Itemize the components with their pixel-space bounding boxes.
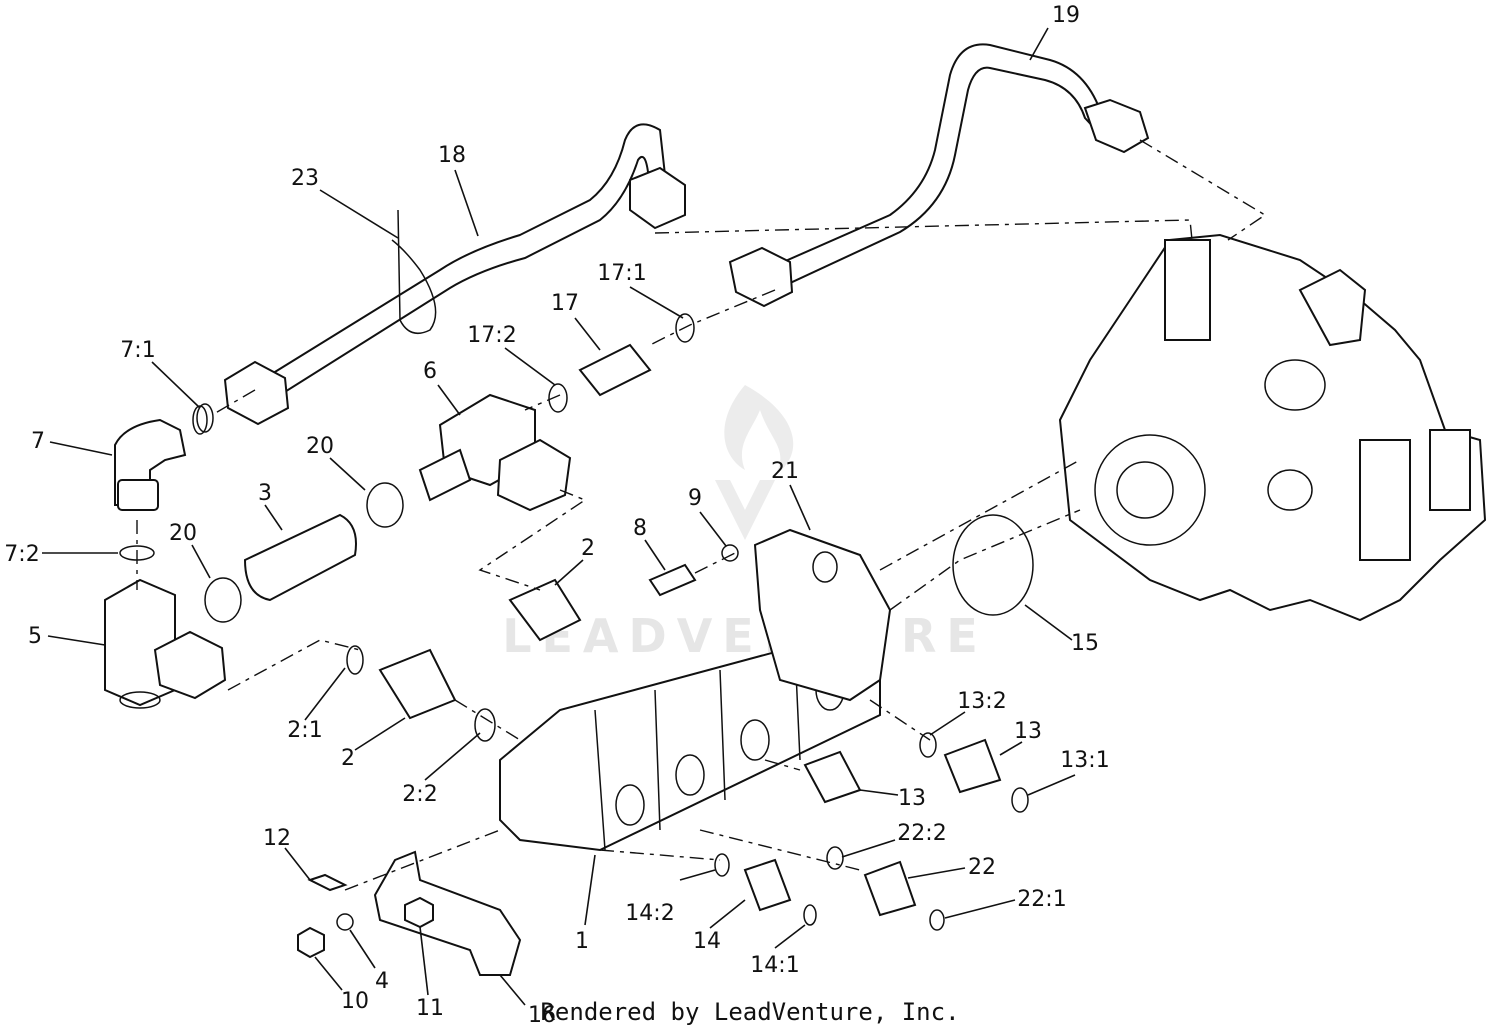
callout-label: 2:1: [287, 718, 322, 743]
hydrostatic-pump: [1058, 233, 1487, 622]
o-ring-7-1: [196, 403, 214, 433]
washer-4: [336, 913, 354, 931]
callout-label: 6: [423, 359, 437, 384]
leader-lines: [42, 27, 1076, 1006]
o-ring-17-2: [548, 383, 568, 413]
fitting-2-upper: [508, 578, 582, 642]
callout-label: 22: [968, 855, 996, 880]
callout-label: 21: [771, 459, 799, 484]
tube-19: [728, 43, 1150, 308]
tube-nut-18-lower: [223, 360, 290, 426]
flame-logo-icon: [724, 385, 794, 475]
callout-label: 11: [416, 996, 444, 1021]
tee-fitting-5: [104, 578, 227, 709]
callout-label: 5: [28, 624, 42, 649]
nut-10: [297, 926, 325, 959]
washer-9: [721, 544, 739, 562]
callout-label: 16: [528, 1003, 556, 1028]
callout-label: 7:2: [4, 542, 39, 567]
callout-label: 9: [688, 486, 702, 511]
o-ring-14-1: [803, 904, 817, 926]
callout-label: 7:1: [120, 338, 155, 363]
clamp-20-upper: [366, 482, 404, 528]
callout-label: 13:1: [1060, 748, 1109, 773]
watermark: LEADVENTURE: [502, 385, 988, 663]
callout-label: 13:2: [957, 689, 1006, 714]
callout-label: 20: [306, 434, 334, 459]
callout-label: 10: [341, 989, 369, 1014]
callout-label: 1: [575, 929, 589, 954]
callout-label: 2: [581, 536, 595, 561]
tee-fitting-6: [418, 393, 572, 512]
callout-label: 15: [1071, 631, 1099, 656]
callout-label: 14:1: [750, 953, 799, 978]
callout-label: 14: [693, 929, 721, 954]
bracket-16: [373, 850, 522, 976]
o-ring-14-2: [714, 853, 730, 877]
callout-label: 17:1: [597, 261, 646, 286]
cable-tie-23: [391, 209, 437, 335]
callout-label: 2: [341, 746, 355, 771]
elbow-fitting-7: [114, 405, 208, 561]
mount-plate-21: [753, 528, 892, 702]
nut-11: [404, 896, 434, 929]
callout-label: 17:2: [467, 323, 516, 348]
fitting-14: [743, 858, 792, 912]
callout-label: 22:1: [1017, 887, 1066, 912]
o-ring-2-1: [346, 645, 364, 675]
callout-label: 12: [263, 826, 291, 851]
o-ring-13-2: [919, 732, 937, 758]
callout-label: 22:2: [897, 821, 946, 846]
tube-nut-19: [1083, 98, 1150, 154]
callout-label: 13: [898, 786, 926, 811]
callout-label: 8: [633, 516, 647, 541]
callout-label: 7: [31, 429, 45, 454]
hose-3: [243, 513, 357, 602]
tube-nut-19-lower: [728, 246, 794, 308]
callout-label: 3: [258, 481, 272, 506]
watermark-text: LEADVENTURE: [502, 609, 988, 663]
o-ring-22-2: [826, 846, 844, 870]
callout-label: 13: [1014, 719, 1042, 744]
o-ring-17-1: [675, 313, 695, 343]
v-logo-icon: [715, 480, 775, 540]
gear-pump-1: [499, 528, 892, 852]
tube-nut-18: [629, 166, 686, 230]
bolt-12: [307, 873, 348, 892]
capscrew-8: [648, 563, 697, 597]
fitting-13-right: [943, 738, 1002, 794]
clamp-20-lower: [204, 577, 242, 623]
o-ring-2-2: [474, 708, 496, 742]
fitting-13-left: [803, 750, 862, 804]
callout-label: 14:2: [625, 901, 674, 926]
fitting-22: [863, 860, 917, 917]
callout-label: 20: [169, 521, 197, 546]
callout-label: 19: [1052, 3, 1080, 28]
callout-label: 23: [291, 166, 319, 191]
callouts: 19 18 23 17:1 17 17:2 7:1 6 7 20 3 7:2 2…: [4, 3, 1109, 1028]
o-ring-13-1: [1011, 787, 1029, 813]
o-ring-15: [952, 514, 1034, 616]
o-ring-22-1: [929, 909, 945, 931]
callout-label: 2:2: [402, 782, 437, 807]
alignment-lines: [136, 139, 1267, 891]
footer-credit: Rendered by LeadVenture, Inc.: [540, 998, 959, 1026]
fitting-17: [578, 343, 652, 397]
fitting-2: [378, 648, 457, 720]
callout-label: 4: [375, 969, 389, 994]
callout-label: 18: [438, 143, 466, 168]
tube-18: [223, 123, 686, 426]
callout-label: 17: [551, 291, 579, 316]
